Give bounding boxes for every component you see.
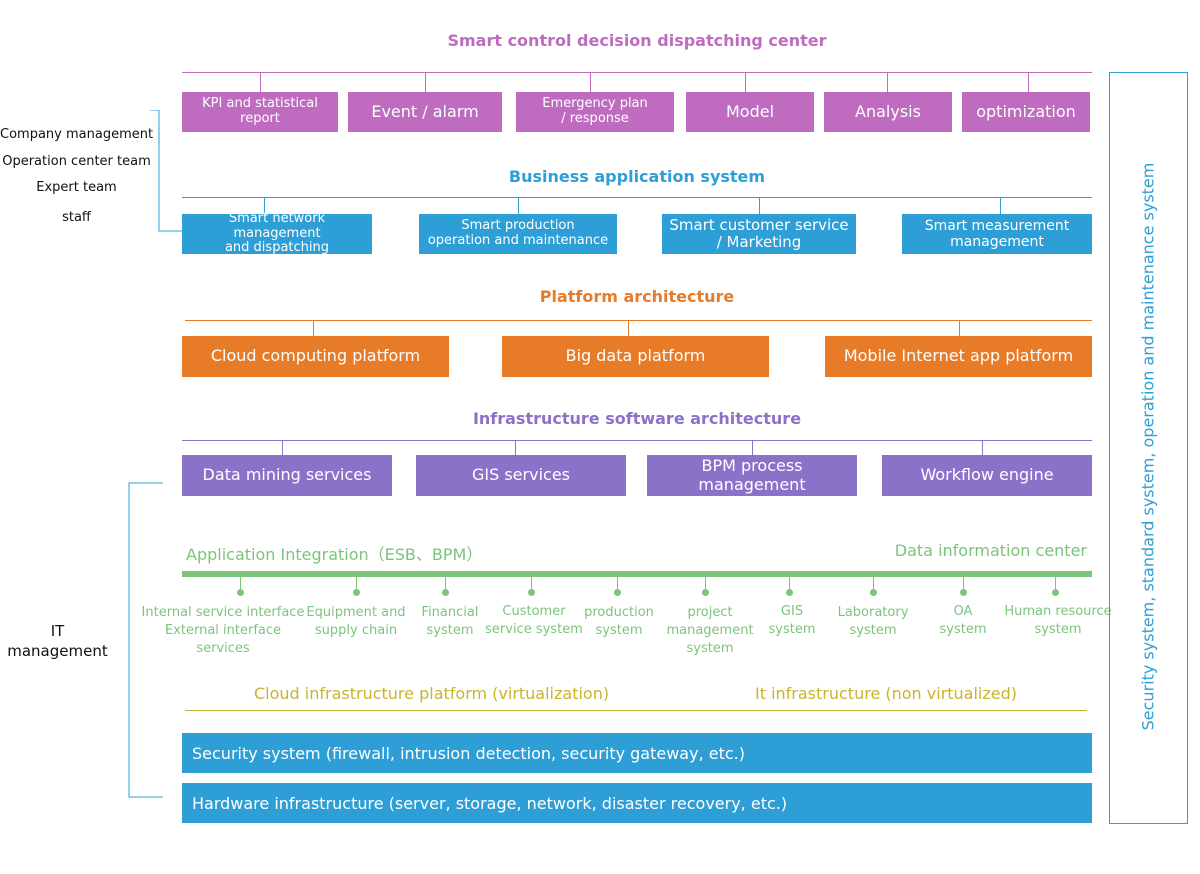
layer1-connector: [425, 72, 426, 92]
layer2-connector: [759, 197, 760, 214]
system-dot: [237, 589, 244, 596]
system-connector: [789, 577, 790, 590]
system-label-gis: GIS system: [768, 604, 816, 637]
team-connector-line: [150, 110, 182, 232]
mobile-internet-box: Mobile Internet app platform: [825, 336, 1092, 377]
system-label-interfaces: Internal service interface External inte…: [141, 605, 305, 656]
workflow-engine-box: Workflow engine: [882, 455, 1092, 496]
bpm-process-box: BPM process management: [647, 455, 857, 496]
application-integration-label: Application Integration（ESB、BPM）: [186, 545, 483, 564]
team-label: Operation center team: [2, 154, 151, 169]
system-connector: [356, 577, 357, 590]
layer1-title: Smart control decision dispatching cente…: [447, 31, 827, 50]
it-management-bracket: [128, 482, 163, 798]
smart-measurement-box: Smart measurement management: [902, 214, 1092, 254]
layer4-title: Infrastructure software architecture: [472, 409, 802, 428]
layer3-bus-line: [185, 320, 1092, 321]
system-dot: [528, 589, 535, 596]
system-connector: [531, 577, 532, 590]
team-label: staff: [62, 210, 91, 225]
big-data-box: Big data platform: [502, 336, 769, 377]
system-connector: [445, 577, 446, 590]
system-connector: [705, 577, 706, 590]
layer2-bus-line: [182, 197, 1092, 198]
layer4-connector: [515, 440, 516, 455]
system-dot: [1052, 589, 1059, 596]
layer4-connector: [752, 440, 753, 455]
data-information-center-label: Data information center: [894, 541, 1087, 560]
system-dot: [960, 589, 967, 596]
event-alarm-box: Event / alarm: [348, 92, 502, 132]
layer3-connector: [959, 320, 960, 336]
kpi-report-box: KPI and statistical report: [182, 92, 338, 132]
layer1-connector: [1028, 72, 1029, 92]
emergency-plan-box: Emergency plan / response: [516, 92, 674, 132]
team-label: Company management: [0, 127, 154, 142]
system-label-oa: OA system: [939, 604, 987, 637]
layer3-title: Platform architecture: [539, 287, 735, 306]
system-dot: [353, 589, 360, 596]
layer1-connector: [887, 72, 888, 92]
right-panel-label: Security system, standard system, operat…: [1138, 162, 1158, 731]
layer1-bus-line: [182, 72, 1092, 73]
system-connector: [963, 577, 964, 590]
system-dot: [870, 589, 877, 596]
integration-bus-bar: [182, 571, 1092, 577]
system-label-laboratory: Laboratory system: [837, 605, 909, 638]
system-dot: [442, 589, 449, 596]
layer2-title: Business application system: [508, 167, 766, 186]
system-label-hr: Human resource system: [1004, 604, 1112, 637]
data-mining-box: Data mining services: [182, 455, 392, 496]
layer2-connector: [518, 197, 519, 214]
system-label-production: production system: [584, 605, 654, 638]
smart-customer-box: Smart customer service / Marketing: [662, 214, 856, 254]
it-management-label: IT management: [7, 622, 108, 660]
layer1-connector: [590, 72, 591, 92]
cloud-infrastructure-label: Cloud infrastructure platform (virtualiz…: [254, 684, 610, 703]
system-label-equipment: Equipment and supply chain: [306, 605, 406, 638]
system-connector: [240, 577, 241, 590]
system-dot: [702, 589, 709, 596]
system-connector: [617, 577, 618, 590]
model-box: Model: [686, 92, 814, 132]
layer1-connector: [745, 72, 746, 92]
layer4-connector: [282, 440, 283, 455]
layer3-connector: [628, 320, 629, 336]
system-label-project: project management system: [666, 605, 754, 656]
layer4-connector: [982, 440, 983, 455]
system-dot: [614, 589, 621, 596]
gis-services-box: GIS services: [416, 455, 626, 496]
it-infrastructure-label: It infrastructure (non virtualized): [755, 684, 1018, 703]
right-management-panel: [1109, 72, 1188, 824]
optimization-box: optimization: [962, 92, 1090, 132]
team-label: Expert team: [36, 180, 117, 195]
system-connector: [873, 577, 874, 590]
layer1-connector: [260, 72, 261, 92]
system-label-customer: Customer service system: [485, 604, 583, 637]
smart-production-box: Smart production operation and maintenan…: [419, 214, 617, 254]
security-system-band: Security system (firewall, intrusion det…: [182, 733, 1092, 773]
cloud-computing-box: Cloud computing platform: [182, 336, 449, 377]
system-label-financial: Financial system: [421, 605, 479, 638]
layer3-connector: [313, 320, 314, 336]
layer2-connector: [264, 197, 265, 214]
infrastructure-line: [185, 710, 1087, 711]
smart-network-box: Smart network management and dispatching: [182, 211, 372, 255]
system-dot: [786, 589, 793, 596]
system-connector: [1055, 577, 1056, 590]
layer4-bus-line: [182, 440, 1092, 441]
analysis-box: Analysis: [824, 92, 952, 132]
hardware-infrastructure-band: Hardware infrastructure (server, storage…: [182, 783, 1092, 823]
layer2-connector: [1000, 197, 1001, 214]
